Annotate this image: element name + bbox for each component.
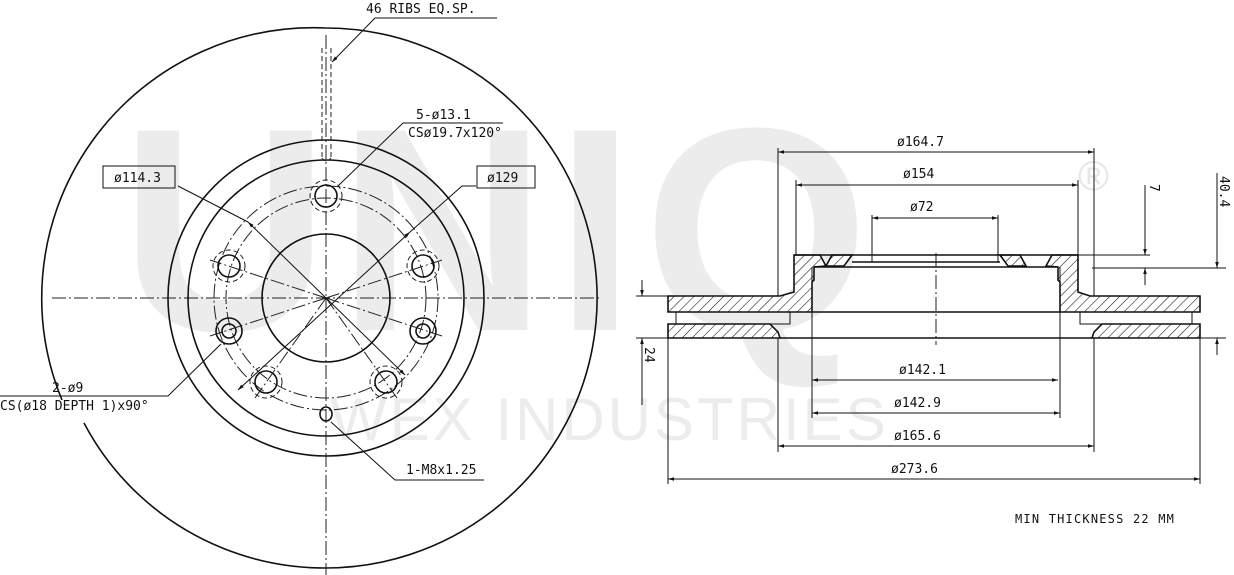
hat-outer-circle bbox=[167, 139, 485, 457]
pcd-right-label: ø129 bbox=[487, 171, 518, 186]
ribs-callout: 46 RIBS EQ.SP. bbox=[366, 2, 476, 17]
bolt-holes-callout-line2: CSø19.7x120° bbox=[408, 126, 502, 141]
pin-holes-callout-line1: 2-ø9 bbox=[52, 381, 83, 396]
dim-154: ø154 bbox=[903, 167, 934, 182]
dim-164-7: ø164.7 bbox=[897, 135, 944, 150]
dim-72: ø72 bbox=[910, 200, 933, 215]
watermark-subtitle: WEX INDUSTRIES bbox=[330, 386, 889, 453]
thread-callout: 1-M8x1.25 bbox=[406, 463, 476, 478]
dim-142-1: ø142.1 bbox=[899, 363, 946, 378]
section-right-upper bbox=[1044, 254, 1201, 313]
pcd-circle-outer bbox=[213, 185, 439, 411]
pin-holes-callout-line2: CS(ø18 DEPTH 1)x90° bbox=[0, 399, 149, 414]
dim-142-9: ø142.9 bbox=[894, 396, 941, 411]
pcd-circle-inner bbox=[225, 197, 427, 399]
bolt-holes-callout-line1: 5-ø13.1 bbox=[416, 108, 471, 123]
watermark: UNIQ ® WEX INDUSTRIES bbox=[120, 68, 1109, 453]
dim-24: 24 bbox=[641, 347, 656, 363]
pcd-right-box bbox=[476, 165, 536, 189]
pcd-left-box bbox=[102, 165, 176, 189]
hat-inner-circle bbox=[187, 159, 465, 437]
front-view: ø114.3 ø129 46 RIBS EQ.SP. 5-ø13.1 CSø19… bbox=[0, 2, 600, 575]
dim-165-6: ø165.6 bbox=[894, 429, 941, 444]
thread-hole bbox=[319, 406, 333, 422]
dim-7: 7 bbox=[1146, 184, 1161, 192]
pcd-left-label: ø114.3 bbox=[114, 171, 161, 186]
section-left-lower bbox=[667, 323, 782, 339]
min-thickness-note: MIN THICKNESS 22 MM bbox=[1015, 512, 1175, 526]
dim-273-6: ø273.6 bbox=[891, 462, 938, 477]
dim-40-4: 40.4 bbox=[1216, 176, 1231, 207]
section-view: ø164.7 ø154 ø72 ø142.1 ø142.9 ø165.6 ø27… bbox=[636, 135, 1231, 484]
section-right-lower bbox=[1090, 323, 1201, 339]
outer-disc-circle bbox=[40, 26, 598, 569]
